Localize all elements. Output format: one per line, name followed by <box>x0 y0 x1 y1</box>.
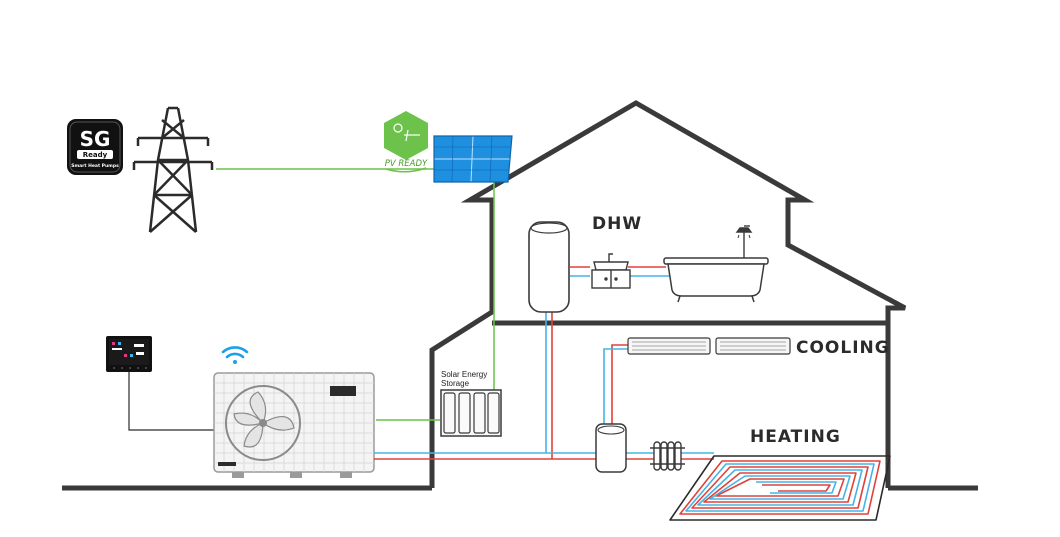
cooling-label: COOLING <box>796 338 890 358</box>
sg-badge-caption: Smart Heat Pumps <box>71 163 119 169</box>
water-tank <box>528 221 570 313</box>
sink-icon <box>591 253 631 289</box>
heat-pump-unit <box>213 372 375 478</box>
power-pylon-icon <box>132 106 214 233</box>
sg-badge-ready: Ready <box>83 151 108 159</box>
heat-pump-display <box>330 386 356 396</box>
sg-ready-badge: SG Ready Smart Heat Pumps <box>67 119 123 175</box>
pv-ready-badge: PV READY <box>361 111 428 173</box>
dhw-label: DHW <box>592 214 642 234</box>
shower-icon <box>735 225 753 258</box>
storage-label-line2: Storage <box>441 379 470 388</box>
floor-heating-coil <box>669 455 891 521</box>
controller-icon <box>106 336 152 372</box>
radiator-icon <box>650 441 685 471</box>
solar-panel-icon <box>433 135 513 183</box>
storage-label-line1: Solar Energy <box>441 370 487 379</box>
wifi-icon <box>221 346 249 364</box>
house-walls-roof <box>429 100 907 488</box>
bathtub-icon <box>663 257 769 303</box>
fan-blades <box>233 391 295 448</box>
cooling-fan-coil <box>627 337 791 355</box>
sg-badge-title: SG <box>80 127 111 151</box>
storage-battery: Solar Energy Storage <box>440 370 502 437</box>
pv-ready-text: PV READY <box>385 159 428 169</box>
heating-label: HEATING <box>750 427 841 447</box>
buffer-tank <box>595 423 627 473</box>
controller-cable <box>128 372 214 431</box>
house-outline <box>62 100 978 491</box>
